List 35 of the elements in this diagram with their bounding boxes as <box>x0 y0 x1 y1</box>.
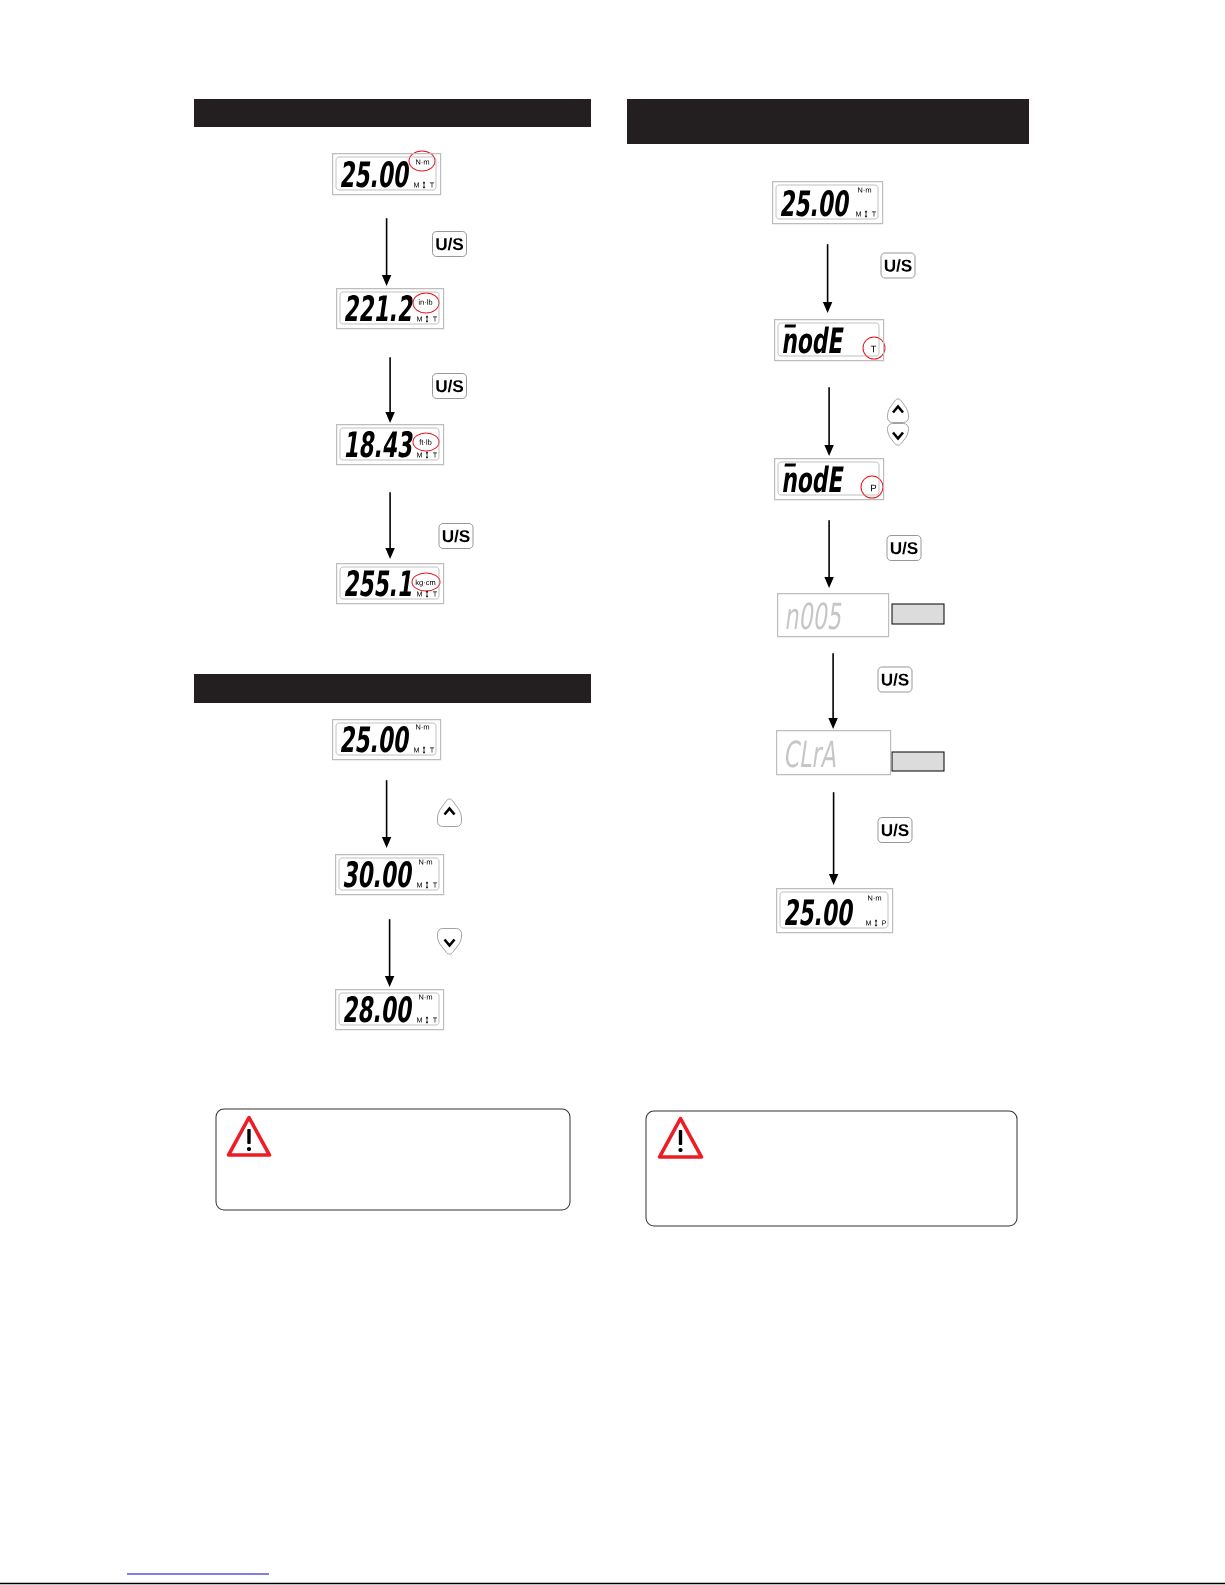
lcd-display <box>332 719 442 761</box>
key-button: U/S <box>880 252 916 279</box>
status-letter: T <box>870 345 877 353</box>
lcd-display <box>332 153 442 196</box>
status-letter: P <box>871 484 877 492</box>
lcd-readout: 25.00 <box>780 190 849 217</box>
lcd-readout: nodE <box>783 324 844 354</box>
lcd-readout: 255.1 <box>344 570 411 597</box>
lcd-readout: n005 <box>786 602 842 630</box>
lcd-display <box>335 854 445 896</box>
lcd-display <box>774 458 885 501</box>
key-button: U/S <box>877 666 913 693</box>
lcd-readout: 30.00 <box>343 861 412 888</box>
key-button: U/S <box>886 535 922 561</box>
lcd-readout: 25.00 <box>784 899 853 926</box>
lcd-display <box>776 888 894 934</box>
lcd-display <box>777 593 890 638</box>
lcd-display <box>336 288 445 330</box>
lcd-readout: 221.2 <box>344 295 413 321</box>
lcd-readout: CLrA <box>786 740 836 768</box>
key-button: U/S <box>438 523 474 549</box>
lcd-display <box>336 424 445 466</box>
lcd-display <box>772 181 884 225</box>
key-button: U/S <box>432 373 467 399</box>
lcd-readout: nodE <box>783 463 844 493</box>
lcd-readout: 18.43 <box>345 431 413 458</box>
lcd-display <box>336 563 445 605</box>
key-button: U/S <box>877 817 913 843</box>
key-button: U/S <box>432 231 467 257</box>
lcd-readout: 25.00 <box>340 726 409 753</box>
lcd-readout: 28.00 <box>343 996 412 1023</box>
lcd-display <box>774 319 885 362</box>
lcd-display <box>335 989 445 1031</box>
lcd-display <box>776 730 892 776</box>
lcd-readout: 25.00 <box>340 161 409 188</box>
